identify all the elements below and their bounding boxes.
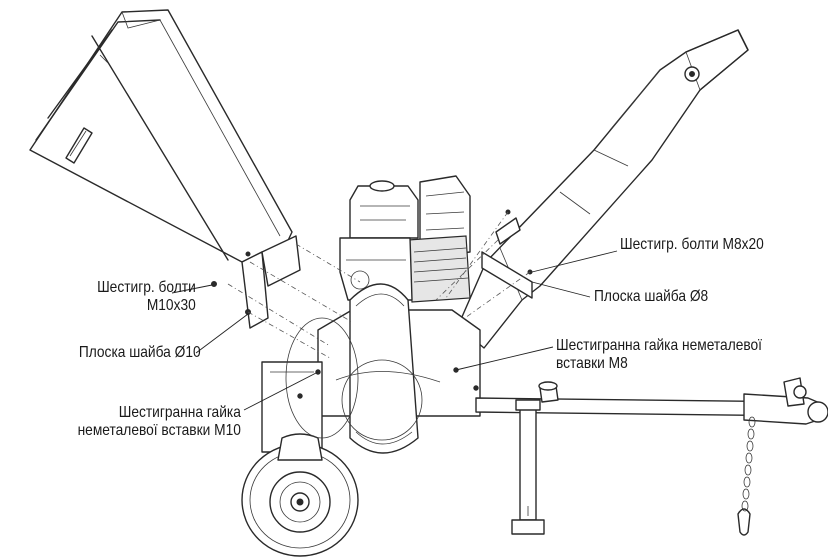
label-nylon-nut-m8-line1: Шестигранна гайка неметалевої xyxy=(556,337,763,354)
label-flat-washer-8: Плоска шайба Ø8 xyxy=(594,288,708,306)
label-hex-bolt-m10-line1: Шестигр. болти xyxy=(97,279,196,296)
label-nylon-nut-m8: Шестигранна гайка неметалевої вставки M8 xyxy=(556,337,762,373)
left-hopper xyxy=(29,9,301,329)
safety-chain xyxy=(737,416,756,536)
label-flat-washer-10-text: Плоска шайба Ø10 xyxy=(79,344,201,361)
tow-bar xyxy=(475,377,828,425)
label-hex-bolt-m10-line2: M10x30 xyxy=(147,297,196,314)
main-housing xyxy=(261,283,481,454)
leader-lines xyxy=(171,250,618,411)
wheel xyxy=(241,317,359,557)
assembly-guide-lines xyxy=(227,211,531,359)
label-flat-washer-8-text: Плоска шайба Ø8 xyxy=(594,288,709,305)
label-nylon-nut-m10-line2: неметалевої вставки M10 xyxy=(77,422,241,439)
label-hex-bolt-m8x20: Шестигр. болти M8x20 xyxy=(620,236,764,254)
right-discharge-chute xyxy=(457,29,749,349)
label-hex-bolt-m8-text: Шестигр. болти M8x20 xyxy=(620,236,764,253)
label-nylon-nut-m10-line1: Шестигранна гайка xyxy=(118,404,241,421)
label-flat-washer-10: Плоска шайба Ø10 xyxy=(79,344,201,362)
label-nylon-nut-m10: Шестигранна гайка неметалевої вставки M1… xyxy=(78,404,241,440)
label-nylon-nut-m8-line2: вставки M8 xyxy=(556,355,628,372)
label-hex-bolt-m10x30: Шестигр. болти M10x30 xyxy=(97,279,196,315)
support-stand xyxy=(511,399,545,535)
engine xyxy=(339,175,471,303)
